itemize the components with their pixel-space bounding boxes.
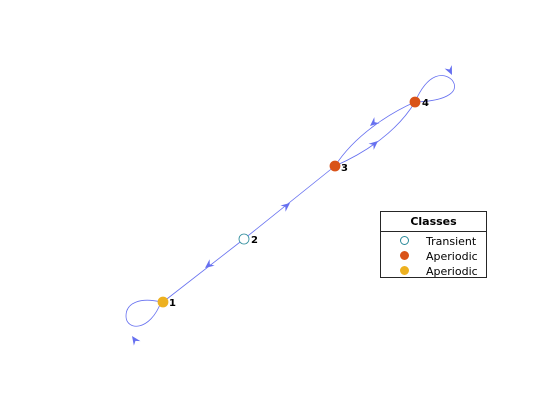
node-2-marker[interactable]: [238, 233, 250, 245]
legend: Classes Transient Aperiodic Aperiodic: [380, 211, 487, 278]
edge-3-to-4: [334, 101, 416, 167]
edges-layer: [125, 75, 455, 327]
node-1[interactable]: 1: [157, 296, 176, 309]
arrowhead-edge-3-to-4: [368, 141, 378, 150]
node-1-marker[interactable]: [157, 296, 169, 308]
node-2-label: 2: [251, 235, 258, 246]
node-3[interactable]: 3: [329, 160, 348, 174]
legend-marker-transient: [400, 236, 409, 245]
legend-marker-aperiodic-yellow: [400, 266, 409, 275]
legend-label-transient: Transient: [426, 235, 477, 248]
legend-marker-aperiodic-red: [400, 251, 409, 260]
edge-4-to-4-self-loop: [414, 75, 455, 103]
arrowhead-edge-2-to-1: [205, 259, 215, 268]
arrowhead-edge-2-to-3: [280, 203, 290, 212]
legend-title: Classes: [381, 212, 486, 232]
nodes-layer: 1 2 3 4: [157, 96, 429, 309]
edge-1-to-1-self-loop: [125, 299, 162, 327]
edge-2-to-1: [162, 238, 245, 303]
edge-4-to-3: [334, 101, 416, 167]
node-3-marker[interactable]: [329, 160, 341, 172]
arrowhead-edge-1-to-1: [132, 336, 141, 346]
legend-item-aperiodic-yellow: Aperiodic: [381, 264, 486, 279]
node-3-label: 3: [341, 163, 348, 174]
arrowhead-edge-4-to-4: [444, 65, 452, 75]
node-4-label: 4: [422, 98, 429, 109]
legend-item-transient: Transient: [381, 234, 486, 249]
edge-2-to-3: [243, 165, 336, 240]
arrowhead-edge-4-to-3: [370, 117, 380, 126]
arrowheads-layer: [132, 65, 452, 346]
node-4[interactable]: 4: [409, 96, 429, 109]
node-1-label: 1: [169, 298, 176, 309]
legend-label-aperiodic-red: Aperiodic: [426, 250, 478, 263]
node-2[interactable]: 2: [238, 233, 258, 246]
legend-item-aperiodic-red: Aperiodic: [381, 249, 486, 264]
node-4-marker[interactable]: [409, 96, 421, 108]
legend-label-aperiodic-yellow: Aperiodic: [426, 265, 478, 278]
